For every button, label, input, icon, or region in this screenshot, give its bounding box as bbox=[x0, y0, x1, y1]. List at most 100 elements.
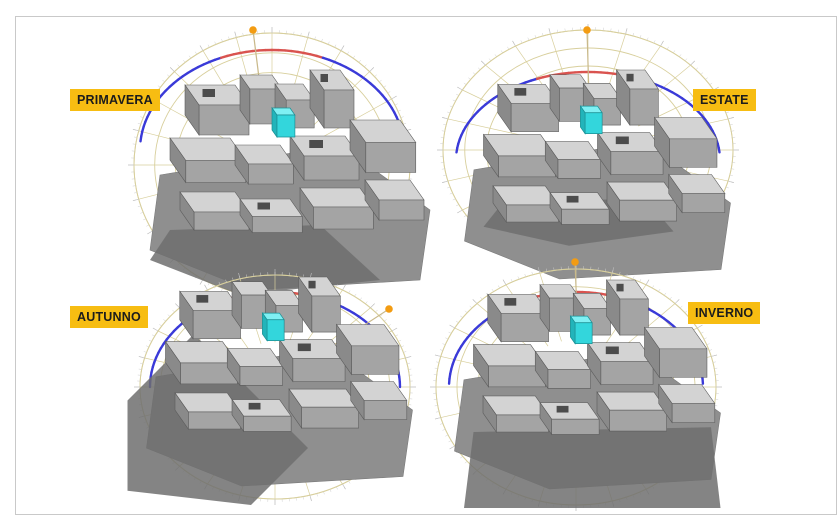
estate-rim-minor-tick bbox=[500, 50, 503, 54]
autunno-rim-minor-tick bbox=[403, 351, 407, 353]
inverno-rim-minor-tick bbox=[674, 301, 678, 304]
primavera-rim-minor-tick bbox=[134, 136, 138, 138]
estate-rim-minor-tick bbox=[709, 82, 713, 85]
inverno-rim-minor-tick bbox=[439, 349, 443, 351]
autunno-rim-minor-tick bbox=[406, 362, 411, 364]
autunno-rim-minor-tick bbox=[139, 362, 144, 364]
autunno-rim-minor-tick bbox=[395, 334, 399, 337]
primavera-rim-minor-tick bbox=[314, 36, 316, 40]
inverno-building-side bbox=[539, 283, 550, 333]
autunno-rim-minor-tick bbox=[146, 345, 150, 348]
autunno-building-side bbox=[350, 380, 365, 421]
inverno-courtyard bbox=[605, 346, 619, 355]
primavera-building-side bbox=[364, 179, 380, 221]
inverno-building-side bbox=[534, 350, 549, 390]
autunno-rim-minor-tick bbox=[163, 319, 166, 322]
autunno-building-side bbox=[298, 276, 313, 334]
primavera-rim-minor-tick bbox=[346, 51, 350, 55]
inverno-rim-minor-tick bbox=[469, 305, 473, 309]
estate-rim-minor-tick bbox=[513, 43, 516, 47]
primavera-rim-minor-tick bbox=[383, 85, 387, 88]
estate-rim-minor-tick bbox=[483, 62, 486, 66]
autunno-rim-minor-tick bbox=[348, 290, 351, 294]
inverno-rim-minor-tick bbox=[504, 282, 507, 285]
autunno-rim-minor-tick bbox=[391, 329, 395, 332]
autunno-target-building-facade bbox=[266, 319, 285, 342]
autunno-building-side bbox=[179, 290, 194, 340]
estate-target-building-side bbox=[580, 104, 586, 135]
autunno-courtyard bbox=[297, 343, 311, 352]
primavera-rim-minor-tick bbox=[207, 44, 210, 48]
estate-rim-minor-tick bbox=[556, 29, 559, 33]
primavera-building-facade bbox=[323, 89, 355, 129]
primavera-rim-minor-tick bbox=[403, 123, 407, 125]
autunno-rim-minor-tick bbox=[384, 319, 387, 322]
autunno-rim-minor-tick bbox=[388, 324, 391, 327]
autunno-building-side bbox=[174, 391, 189, 430]
autunno-rim-minor-tick bbox=[370, 305, 373, 308]
estate-rim-minor-tick bbox=[625, 31, 627, 35]
inverno-building-facade bbox=[547, 369, 591, 389]
estate-building-facade bbox=[669, 138, 718, 168]
estate-courtyard bbox=[626, 73, 634, 82]
estate-rim-minor-tick bbox=[660, 43, 663, 47]
inverno-rim-minor-tick bbox=[460, 315, 463, 318]
autunno-rim-minor-tick bbox=[159, 324, 162, 327]
estate-building-side bbox=[483, 133, 499, 178]
estate-building-side bbox=[549, 73, 560, 123]
primavera-rim-minor-tick bbox=[307, 34, 309, 38]
primavera-building-side bbox=[299, 187, 314, 230]
inverno-rim-minor-tick bbox=[712, 361, 716, 363]
season-label-estate: ESTATE bbox=[693, 89, 756, 111]
autunno-rim-minor-tick bbox=[151, 334, 155, 337]
primavera-sun-icon bbox=[249, 26, 257, 34]
primavera-rim-minor-tick bbox=[397, 109, 401, 112]
estate-building-side bbox=[668, 173, 683, 214]
primavera-rim-minor-tick bbox=[201, 47, 204, 51]
inverno-sun-icon bbox=[571, 258, 579, 266]
estate-rim-minor-tick bbox=[456, 204, 459, 207]
autunno-rim-minor-tick bbox=[246, 274, 248, 278]
inverno-rim-minor-tick bbox=[436, 361, 440, 363]
autunno-building-side bbox=[336, 323, 352, 376]
sun-path-diagram-estate bbox=[437, 24, 739, 280]
primavera-rim-minor-tick bbox=[162, 79, 165, 83]
primavera-rim-minor-tick bbox=[340, 47, 343, 51]
estate-rim-minor-tick bbox=[463, 82, 467, 85]
frame-border-left bbox=[15, 16, 16, 515]
autunno-building-facade bbox=[351, 345, 400, 375]
inverno-courtyard bbox=[616, 283, 624, 292]
inverno-rim-minor-tick bbox=[703, 337, 707, 340]
estate-building-side bbox=[597, 131, 612, 176]
primavera-rim-minor-tick bbox=[364, 64, 367, 68]
estate-rim-minor-tick bbox=[705, 77, 708, 80]
estate-rim-minor-tick bbox=[632, 32, 634, 36]
primavera-rim-minor-tick bbox=[172, 69, 175, 72]
autunno-building-side bbox=[231, 280, 242, 330]
autunno-rim-minor-tick bbox=[141, 356, 145, 359]
inverno-building-facade bbox=[659, 348, 708, 378]
inverno-building-side bbox=[473, 343, 489, 388]
autunno-rim-minor-tick bbox=[239, 275, 241, 279]
inverno-rim-minor-tick bbox=[546, 268, 548, 272]
autunno-rim-minor-tick bbox=[359, 297, 363, 301]
autunno-building-facade bbox=[239, 366, 283, 386]
inverno-rim-minor-tick bbox=[697, 326, 700, 329]
autunno-rim-minor-tick bbox=[379, 314, 383, 317]
primavera-building-side bbox=[179, 191, 195, 231]
estate-building-side bbox=[497, 83, 512, 133]
autunno-rim-minor-tick bbox=[225, 279, 227, 283]
primavera-rim-minor-tick bbox=[214, 41, 217, 45]
estate-sun-icon bbox=[583, 26, 591, 34]
primavera-rim-minor-tick bbox=[235, 34, 237, 38]
primavera-target-building-side bbox=[271, 106, 278, 139]
inverno-rim-minor-tick bbox=[611, 270, 614, 274]
estate-building-side bbox=[549, 191, 562, 226]
inverno-building-side bbox=[658, 383, 673, 424]
estate-building-facade bbox=[619, 199, 677, 222]
inverno-rim-minor-tick bbox=[604, 268, 606, 272]
primavera-building-side bbox=[169, 137, 187, 184]
primavera-building-side bbox=[239, 198, 253, 234]
autunno-rim-minor-tick bbox=[155, 329, 159, 332]
estate-rim-minor-tick bbox=[459, 88, 463, 91]
